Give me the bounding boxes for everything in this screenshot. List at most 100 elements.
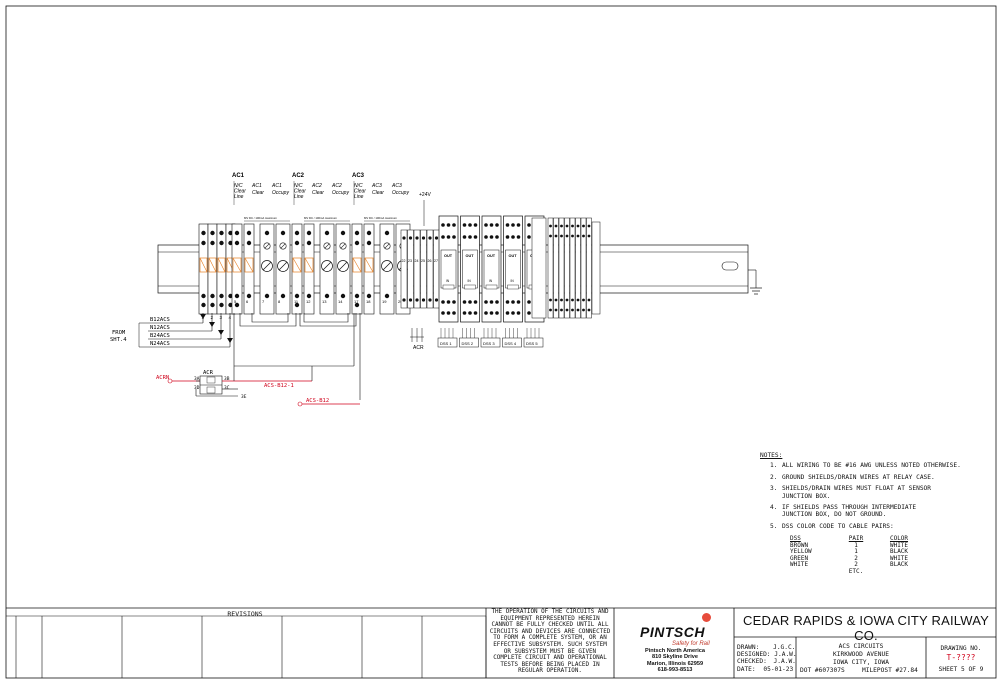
revisions-title: REVISIONS xyxy=(227,610,263,618)
acrn-wire-label: ACRN xyxy=(156,375,169,381)
acr-connector-label: ACR xyxy=(413,345,424,351)
terminal-number: 20 xyxy=(398,299,403,304)
terminal-number: 24 xyxy=(415,259,419,263)
terminal-number: 6 xyxy=(246,299,249,304)
group-title: AC2 xyxy=(292,173,305,179)
location-city: IOWA CITY, IOWA xyxy=(833,659,889,666)
sheet-border xyxy=(5,5,997,679)
small-terminal: 25 xyxy=(420,229,427,309)
relay-sub-label: 3E xyxy=(241,394,247,400)
relay-contact: 3A xyxy=(194,376,200,382)
relay-contact: 3C xyxy=(224,385,230,391)
notes-header: NOTES: xyxy=(760,452,783,459)
small-terminal: 26 xyxy=(426,229,434,309)
terminal-number: 7 xyxy=(262,299,265,304)
pintsch-logo: PINTSCH xyxy=(640,624,705,640)
note-item: 4.IF SHIELDS PASS THROUGH INTERMEDIATE J… xyxy=(770,504,917,519)
dss-in-label: IN xyxy=(468,279,472,283)
right-terminal xyxy=(586,217,592,319)
feed-wires: B12ACS N12ACS B24ACS N24ACS FROM SHT.4 xyxy=(110,313,233,348)
circuit-title: ACS CIRCUITS xyxy=(838,643,884,650)
from-label: FROM xyxy=(112,330,126,336)
dss-in-label: IN xyxy=(446,279,450,283)
terminal-number: 23 xyxy=(408,259,412,263)
drawing-no-label: DRAWING NO. xyxy=(940,645,982,652)
terminal-number: 11 xyxy=(294,299,299,304)
acr-relay-name: ACR xyxy=(203,370,214,376)
note-item: 3.SHIELDS/DRAIN WIRES MUST FLOAT AT SENS… xyxy=(770,485,932,500)
note-item: 2.GROUND SHIELDS/DRAIN WIRES AT RELAY CA… xyxy=(770,473,935,481)
terminal-number: 17 xyxy=(354,299,359,304)
notes-block: NOTES: 1.ALL WIRING TO BE #16 AWG UNLESS… xyxy=(760,452,995,534)
milepost: MILEPOST #27.84 xyxy=(862,667,918,674)
rating-label: MV DC / 100mA maximum xyxy=(304,216,338,220)
disclaimer-text: THE OPERATION OF THE CIRCUITS AND EQUIPM… xyxy=(489,609,611,675)
terminal-number: 22 xyxy=(402,259,406,263)
dss-module: OUT IN DSS 3 xyxy=(480,215,502,348)
group-title: AC3 xyxy=(352,173,365,179)
note-item: 5.DSS COLOR CODE TO CABLE PAIRS: xyxy=(770,522,894,530)
drawing-no: T-???? xyxy=(946,653,976,662)
acr-connector: ACR xyxy=(410,328,424,351)
dss-label: DSS 3 xyxy=(483,341,495,346)
small-terminal: 24 xyxy=(413,229,421,309)
designed-by: DESIGNED: J.A.W. xyxy=(737,651,797,658)
dss-out-label: OUT xyxy=(487,254,496,258)
plus-24v-label: +24V xyxy=(419,192,431,198)
terminal-number: 25 xyxy=(421,259,425,263)
terminal-block: 1 xyxy=(198,223,209,320)
terminal-number: 19 xyxy=(382,299,387,304)
relay-contact: 3D xyxy=(194,385,200,391)
right-end-block xyxy=(531,217,547,319)
jumper-wires xyxy=(233,313,361,400)
right-terminal-bank xyxy=(531,217,601,319)
dss-table-header: DSS PAIR COLOR xyxy=(790,535,909,542)
dss-label: DSS 2 xyxy=(462,341,474,346)
right-end-cap xyxy=(591,221,601,315)
terminal-number: 8 xyxy=(278,299,281,304)
dss-label: DSS 5 xyxy=(526,341,538,346)
right-terminal xyxy=(558,217,565,319)
dot-number: DOT #607307S xyxy=(800,667,845,674)
dss-label: DSS 1 xyxy=(440,341,452,346)
feed-wire-label: B12ACS xyxy=(150,317,170,323)
feed-wire-label: N24ACS xyxy=(150,341,170,347)
note-item: 1.ALL WIRING TO BE #16 AWG UNLESS NOTED … xyxy=(770,462,961,470)
small-terminal: 23 xyxy=(407,229,414,309)
right-terminal xyxy=(569,217,576,319)
sheet-number: SHEET 5 OF 9 xyxy=(938,666,984,673)
right-terminal xyxy=(547,217,554,319)
logo-address: Pintsch North America 810 Skyline Drive … xyxy=(644,648,706,674)
small-terminal: 27 xyxy=(433,229,440,309)
small-terminal: 22 xyxy=(400,229,408,309)
from-sheet-label: SHT.4 xyxy=(110,337,127,343)
terminal-block: 2 xyxy=(207,223,218,320)
right-terminal xyxy=(580,217,587,319)
checked-by: CHECKED: J.A.W. xyxy=(737,658,796,665)
terminal-block-strip: 123456781112131417181920222324252627 xyxy=(198,223,440,320)
dss-in-label: IN xyxy=(489,279,493,283)
terminal-number: 18 xyxy=(366,299,371,304)
acs-b12-1-wire-label: ACS-B12-1 xyxy=(264,383,294,389)
feed-wire-label: B24ACS xyxy=(150,333,170,339)
